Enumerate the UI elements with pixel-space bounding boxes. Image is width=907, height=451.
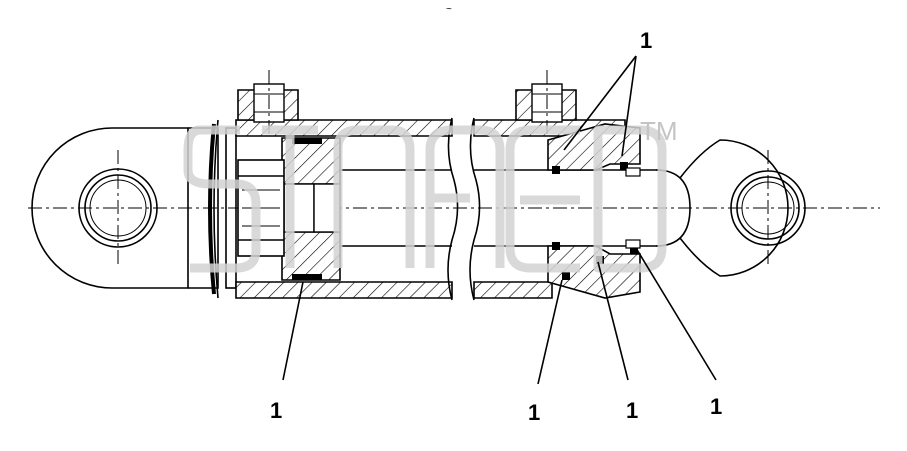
watermark-logo: TM [183,116,678,273]
piston-nut [237,159,285,257]
leader-lines [282,55,717,385]
top-mark: ~ [446,4,452,15]
callout-top-right: 1 [640,28,652,53]
port-left [237,70,299,134]
callout-bottom-mid-a: 1 [528,400,540,425]
callout-bottom-mid-b: 1 [626,398,638,423]
left-mounting-eye [31,127,189,289]
callout-bottom-right: 1 [710,394,722,419]
right-mounting-eye [679,139,806,277]
watermark-tm: TM [640,116,678,146]
callout-bottom-left: 1 [270,398,282,423]
port-right [515,70,577,134]
